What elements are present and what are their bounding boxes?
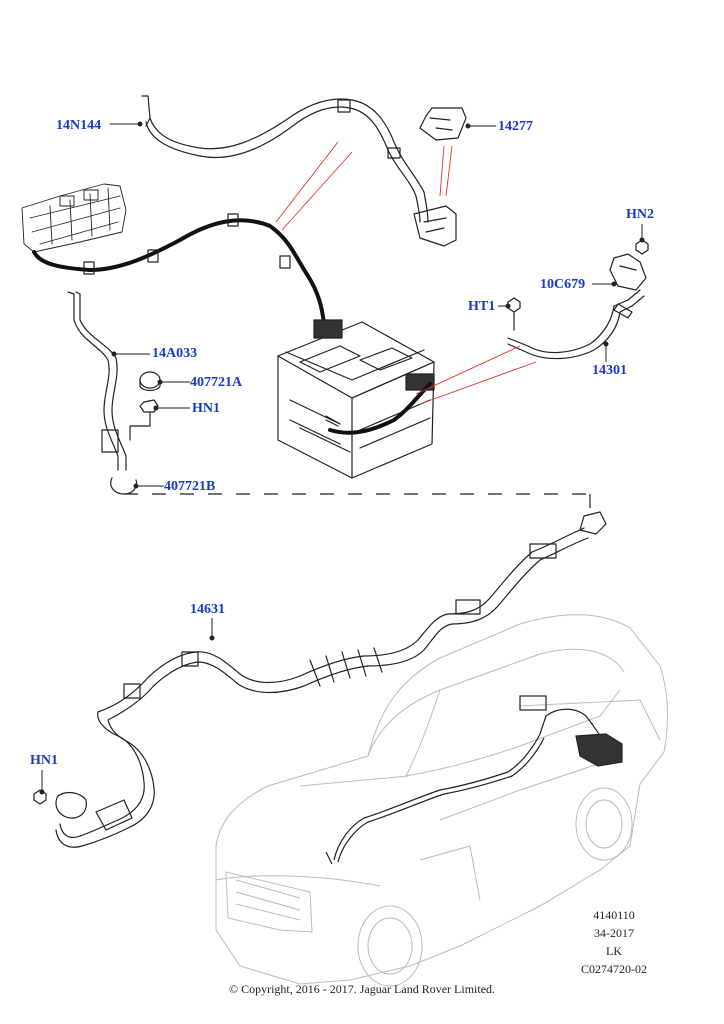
cable-14A033: [67, 291, 138, 495]
dashed-connector: [124, 493, 591, 508]
callout-14277: 14277: [498, 119, 533, 134]
callout-HN1-top: HN1: [192, 401, 220, 416]
cable-14N144: [141, 95, 429, 223]
callout-14301: 14301: [592, 363, 627, 378]
callout-14631: 14631: [190, 602, 225, 617]
drawing-number: 4140110: [593, 908, 635, 922]
part-10C679: [609, 253, 647, 291]
red-pointer-lines: [275, 141, 537, 405]
part-14277: [413, 107, 467, 247]
callout-14N144: 14N144: [56, 118, 102, 133]
strap-14301: [507, 289, 645, 360]
callout-10C679: 10C679: [540, 277, 586, 292]
leader-lines: [39, 121, 645, 795]
vehicle-harness: [325, 695, 623, 865]
part-HT1: [507, 297, 521, 331]
cable-14631: [55, 511, 607, 848]
drawing-info: 4140110 34-2017 LK C0274720-02: [572, 906, 656, 978]
battery-cable-main: [32, 218, 326, 326]
callout-HT1: HT1: [468, 299, 496, 314]
battery-cable-negative: [328, 382, 432, 435]
drawing-date: 34-2017: [594, 926, 634, 940]
part-407721A: [139, 371, 161, 392]
copyright-text: © Copyright, 2016 - 2017. Jaguar Land Ro…: [228, 982, 496, 996]
callout-14A033: 14A033: [152, 346, 198, 361]
vehicle-outline: [215, 614, 668, 987]
callout-HN2: HN2: [626, 207, 654, 222]
drawing-reference: C0274720-02: [581, 962, 647, 976]
callout-407721B: 407721B: [164, 479, 216, 494]
cable-clips: [83, 213, 291, 275]
callout-HN1-bottom: HN1: [30, 753, 58, 768]
battery: [277, 319, 435, 479]
junction-box: [21, 183, 127, 253]
part-HN1-bottom: [33, 789, 47, 805]
callout-407721A: 407721A: [190, 375, 243, 390]
part-HN1-top: [129, 399, 159, 441]
drawing-author: LK: [606, 944, 622, 958]
